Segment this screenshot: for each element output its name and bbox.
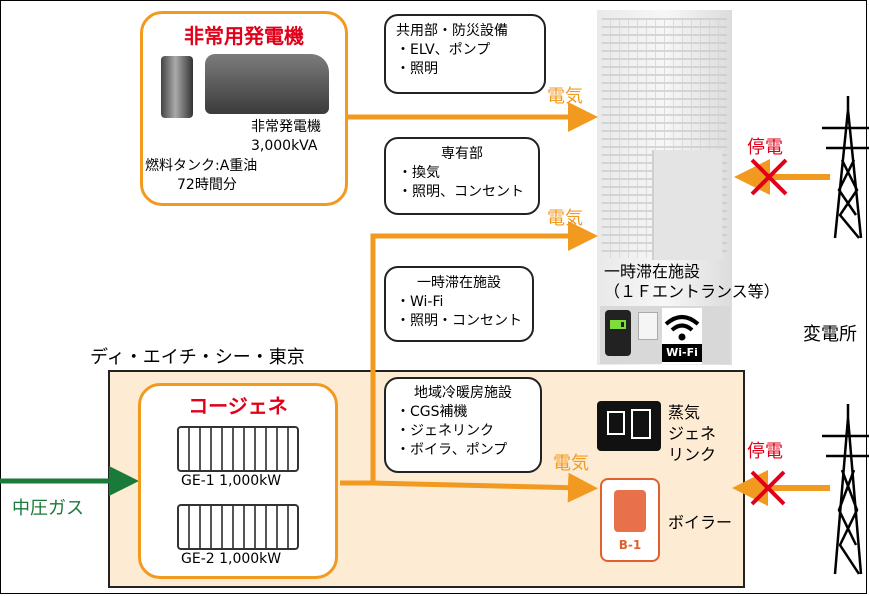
engine-ge1-icon (177, 426, 299, 472)
common-facilities-title: 共用部・防災設備 (396, 23, 508, 39)
dhc-facility-item: ・ボイラ、ポンプ (396, 442, 508, 458)
emergency-generator-title: 非常用発電機 (184, 24, 304, 48)
wifi-label: Wi-Fi (662, 344, 702, 362)
private-area-title: 専有部 (441, 146, 483, 162)
cogeneration-box: コージェネ GE-1 1,000kW GE-2 1,000kW (138, 383, 338, 579)
electricity-label-generator: 電気 (547, 86, 583, 107)
outage-x-bottom (750, 470, 786, 506)
engine-ge2-icon (177, 504, 299, 550)
substation-label: 変電所 (803, 324, 857, 345)
transmission-tower-top-icon (822, 96, 869, 239)
gas-label: 中圧ガス (12, 498, 84, 519)
shelter-label-line2: （１Ｆエントランス等） (604, 282, 780, 301)
shelter-label-line1: 一時滞在施設 (604, 262, 701, 281)
dhc-facility-item: ・CGS補機 (396, 404, 468, 420)
wifi-icon: Wi-Fi (662, 308, 702, 364)
boiler-tag: B-1 (618, 538, 642, 552)
building-annex (652, 150, 722, 260)
cogen-boiler-feed (372, 472, 598, 503)
electricity-label-dhc: 電気 (553, 453, 589, 474)
steam-genelink-label: 蒸気 ジェネ リンク (668, 402, 716, 465)
fuel-tank-duration: 72時間分 (177, 177, 237, 193)
outlet-icon (638, 312, 658, 340)
cogen-building-feed (340, 221, 598, 486)
fuel-tank-label: 燃料タンク:A重油 72時間分 (145, 157, 315, 195)
shelter-facility-item: ・Wi-Fi (396, 294, 444, 310)
genelink-label-2: リンク (668, 445, 717, 464)
private-area-box: 専有部 ・換気 ・照明、コンセント (384, 137, 540, 215)
fuel-tank-icon (161, 56, 193, 118)
engine-ge1-label: GE-1 1,000kW (181, 473, 282, 489)
common-facilities-box: 共用部・防災設備 ・ELV、ポンプ ・照明 (384, 14, 546, 94)
dhc-facility-item: ・ジェネリンク (396, 423, 494, 439)
emergency-generator-box: 非常用発電機 非常発電機 3,000kVA 燃料タンク:A重油 72時間分 (140, 11, 348, 206)
engine-ge2-label: GE-2 1,000kW (181, 551, 282, 567)
outage-label-top: 停電 (747, 137, 783, 158)
steam-label: 蒸気 (668, 403, 701, 422)
generator-engine-icon (205, 54, 329, 114)
shelter-label: 一時滞在施設 （１Ｆエントランス等） (604, 262, 804, 302)
outage-label-bottom: 停電 (747, 441, 783, 462)
shelter-facility-title: 一時滞在施設 (417, 275, 501, 291)
common-facilities-item: ・ELV、ポンプ (396, 42, 491, 58)
generator-capacity: 3,000kVA (251, 138, 318, 154)
private-area-item: ・換気 (398, 165, 440, 181)
transmission-tower-bottom-icon (822, 404, 869, 575)
genelink-icon (597, 401, 661, 451)
generator-name: 非常発電機 (251, 119, 321, 135)
company-name: ディ・エイチ・シー・東京 (90, 347, 305, 368)
dhc-facility-title: 地域冷暖房施設 (414, 385, 512, 401)
dhc-facility-box: 地域冷暖房施設 ・CGS補機 ・ジェネリンク ・ボイラ、ポンプ (384, 377, 542, 473)
boiler-icon: B-1 (600, 478, 660, 562)
fuel-tank-type: 燃料タンク:A重油 (145, 158, 258, 174)
private-area-item: ・照明、コンセント (398, 184, 524, 200)
outage-x-top (750, 158, 788, 196)
common-facilities-item: ・照明 (396, 61, 438, 77)
genelink-label-1: ジェネ (668, 424, 717, 443)
phone-charger-icon (605, 310, 631, 356)
cogeneration-title: コージェネ (188, 394, 288, 418)
electricity-label-cogen: 電気 (547, 208, 583, 229)
boiler-label: ボイラー (668, 513, 733, 532)
generator-label: 非常発電機 3,000kVA (251, 118, 351, 156)
shelter-facility-item: ・照明・コンセント (396, 313, 522, 329)
shelter-facility-box: 一時滞在施設 ・Wi-Fi ・照明・コンセント (384, 266, 534, 342)
